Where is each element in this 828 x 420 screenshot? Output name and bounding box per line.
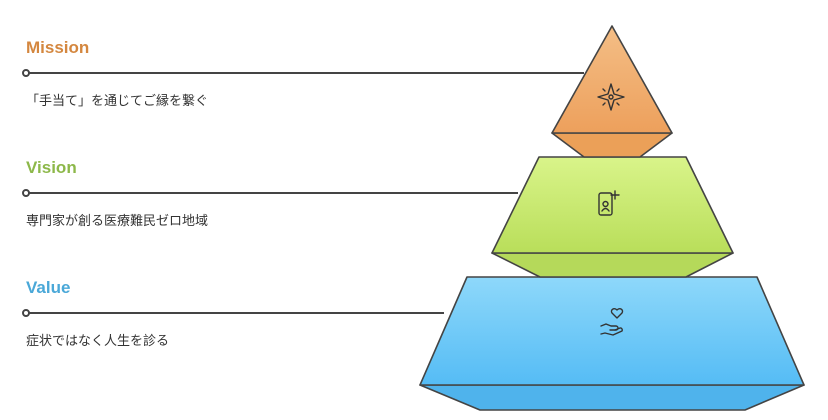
value-title: Value [26, 278, 71, 297]
vision-title: Vision [26, 158, 77, 177]
mission-tier [551, 25, 673, 134]
hand-heart-icon [600, 308, 624, 336]
value-tier-bottom [419, 384, 805, 411]
mission-title: Mission [26, 38, 90, 57]
vision-description: 専門家が創る医療難民ゼロ地域 [26, 214, 209, 229]
compass-star-icon [597, 83, 625, 111]
vision-tier-bottom [491, 252, 734, 278]
mission-description: 「手当て」を通じてご縁を繋ぐ [26, 94, 209, 109]
mobile-medical-icon [598, 190, 620, 216]
mission-tier-bottom [551, 132, 673, 158]
value-tier [419, 276, 805, 386]
value-description: 症状ではなく人生を診る [26, 334, 170, 349]
